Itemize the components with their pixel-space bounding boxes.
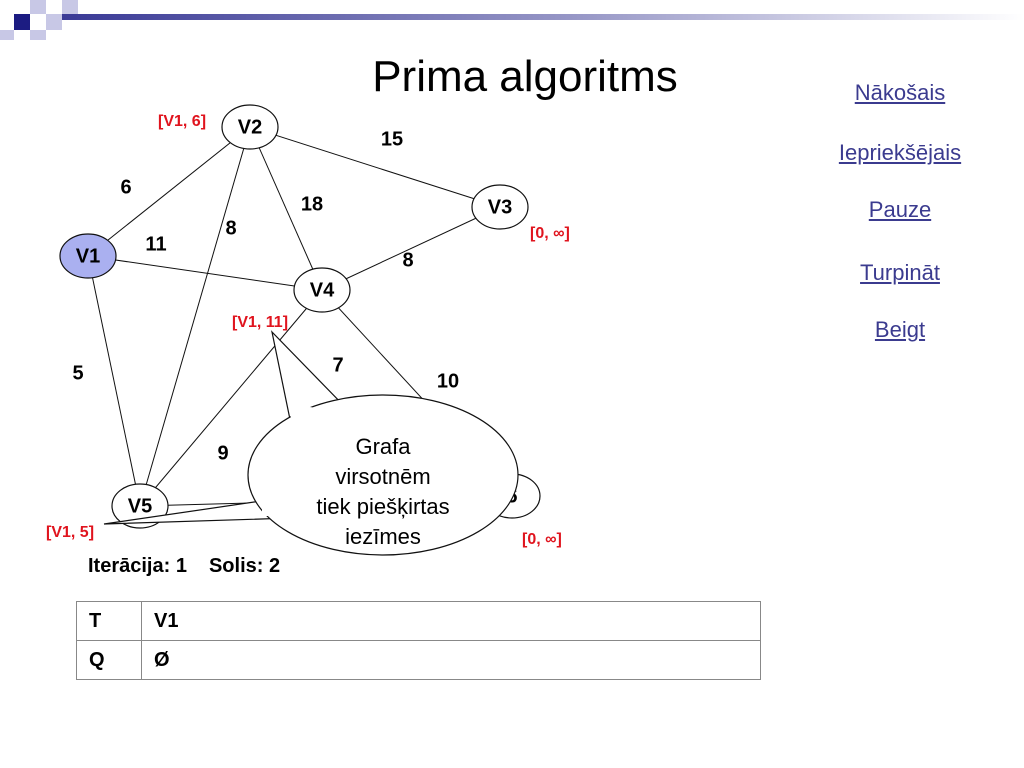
edge-weight: 8 (402, 249, 413, 271)
iteration-text: Iterācija: 1 (88, 555, 187, 577)
callout-text: virsotnēm (335, 464, 430, 489)
node-mark-label: [V1, 5] (46, 524, 94, 541)
node-label: V1 (76, 245, 100, 267)
callout-pointer-mask (288, 404, 346, 470)
step-text: Solis: 2 (208, 555, 281, 577)
deco-square (30, 0, 46, 14)
node-label: V4 (310, 279, 335, 301)
edge-weight: 7 (332, 354, 343, 376)
edge-v2-v4 (249, 126, 323, 291)
deco-square (62, 0, 78, 14)
edge-weight: 9 (217, 442, 228, 464)
deco-square (0, 30, 14, 40)
edge-v3-v4 (321, 206, 501, 291)
header-decoration (0, 0, 1024, 40)
table-row: Q Ø (76, 640, 761, 680)
status-bar: Iterācija: 1 Solis: 2 (88, 555, 302, 578)
edge-v1-v2 (87, 126, 251, 257)
edge-v2-v5 (139, 126, 251, 507)
edge-weight: 11 (145, 233, 166, 255)
edge-v1-v4 (87, 255, 323, 291)
table-key: Q (76, 640, 142, 680)
table-value: V1 (141, 601, 761, 641)
deco-square (30, 30, 46, 40)
edge-v4-v5 (139, 289, 323, 507)
table-key: T (76, 601, 142, 641)
callout-text: tiek piešķirtas (316, 494, 449, 519)
node-mark-label: [0, ∞] (522, 531, 562, 548)
page-title: Prima algoritms (372, 52, 678, 101)
callout-pointer-mask (262, 500, 296, 516)
table-row: T V1 (76, 601, 761, 641)
node-mark-label: [0, ∞] (530, 225, 570, 242)
node-v3 (471, 184, 529, 230)
node-v4 (293, 267, 351, 313)
next-link[interactable]: Nākošais (854, 80, 946, 105)
callout-text: Grafa (355, 434, 411, 459)
deco-square (46, 14, 62, 30)
node-v2 (221, 104, 279, 150)
node-label: V2 (238, 116, 262, 138)
header-gradient-bar (62, 14, 1024, 20)
edge-v2-v3 (249, 126, 501, 208)
edge-v1-v5 (87, 255, 141, 507)
edge-weight: 5 (72, 362, 83, 384)
resume-link[interactable]: Turpināt (860, 260, 940, 285)
pause-link[interactable]: Pauze (868, 197, 932, 222)
deco-square (14, 14, 30, 30)
edge-weight: 10 (437, 370, 459, 392)
edge-weight: 6 (120, 176, 131, 198)
callout-text: iezīmes (345, 524, 421, 549)
node-label: V5 (128, 495, 152, 517)
end-link[interactable]: Beigt (874, 317, 926, 342)
edge-weight: 15 (381, 128, 403, 150)
node-label: V3 (488, 196, 512, 218)
node-v1 (59, 233, 117, 279)
table-value: Ø (141, 640, 761, 680)
node-mark-label: [V1, 11] (232, 314, 288, 331)
node-mark-label: [V1, 6] (158, 113, 206, 130)
sets-table: T V1 Q Ø (76, 601, 761, 680)
edge-weight: 8 (225, 217, 236, 239)
edge-weight: 18 (301, 193, 323, 215)
previous-link[interactable]: Iepriekšējais (838, 140, 962, 165)
